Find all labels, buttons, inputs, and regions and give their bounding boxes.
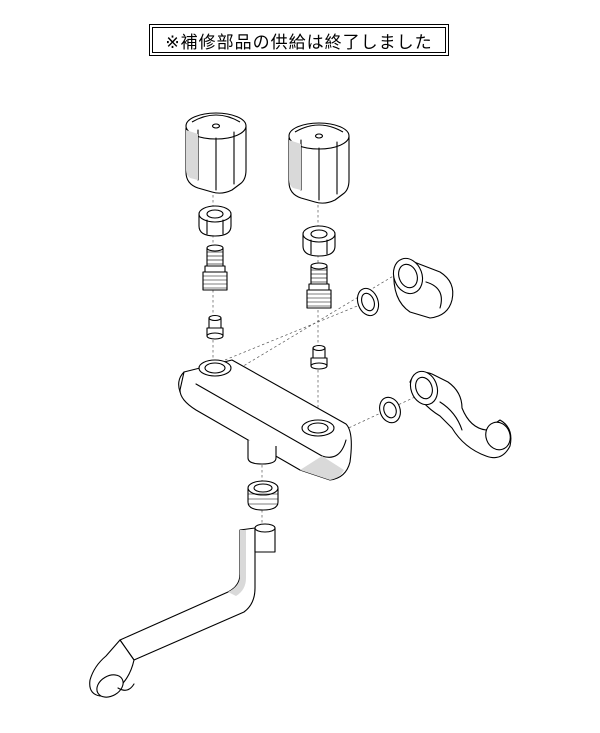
spout-nut bbox=[247, 480, 279, 511]
packing-lower bbox=[379, 396, 401, 424]
valve-washer-left bbox=[206, 314, 224, 340]
handle-right bbox=[288, 122, 350, 204]
cap-nut-right bbox=[302, 225, 336, 257]
cap-nut-left bbox=[198, 205, 232, 237]
valve-spindle-right bbox=[306, 262, 332, 309]
eccentric-fitting-lower bbox=[409, 370, 512, 459]
valve-spindle-left bbox=[202, 244, 228, 291]
faucet-body bbox=[178, 359, 352, 481]
eccentric-fitting-upper bbox=[392, 257, 454, 319]
handle-left bbox=[185, 112, 247, 194]
packing-upper bbox=[356, 287, 380, 317]
spout bbox=[89, 523, 276, 698]
valve-washer-right bbox=[310, 344, 328, 370]
notice-box: ※補修部品の供給は終了しました bbox=[149, 24, 449, 56]
